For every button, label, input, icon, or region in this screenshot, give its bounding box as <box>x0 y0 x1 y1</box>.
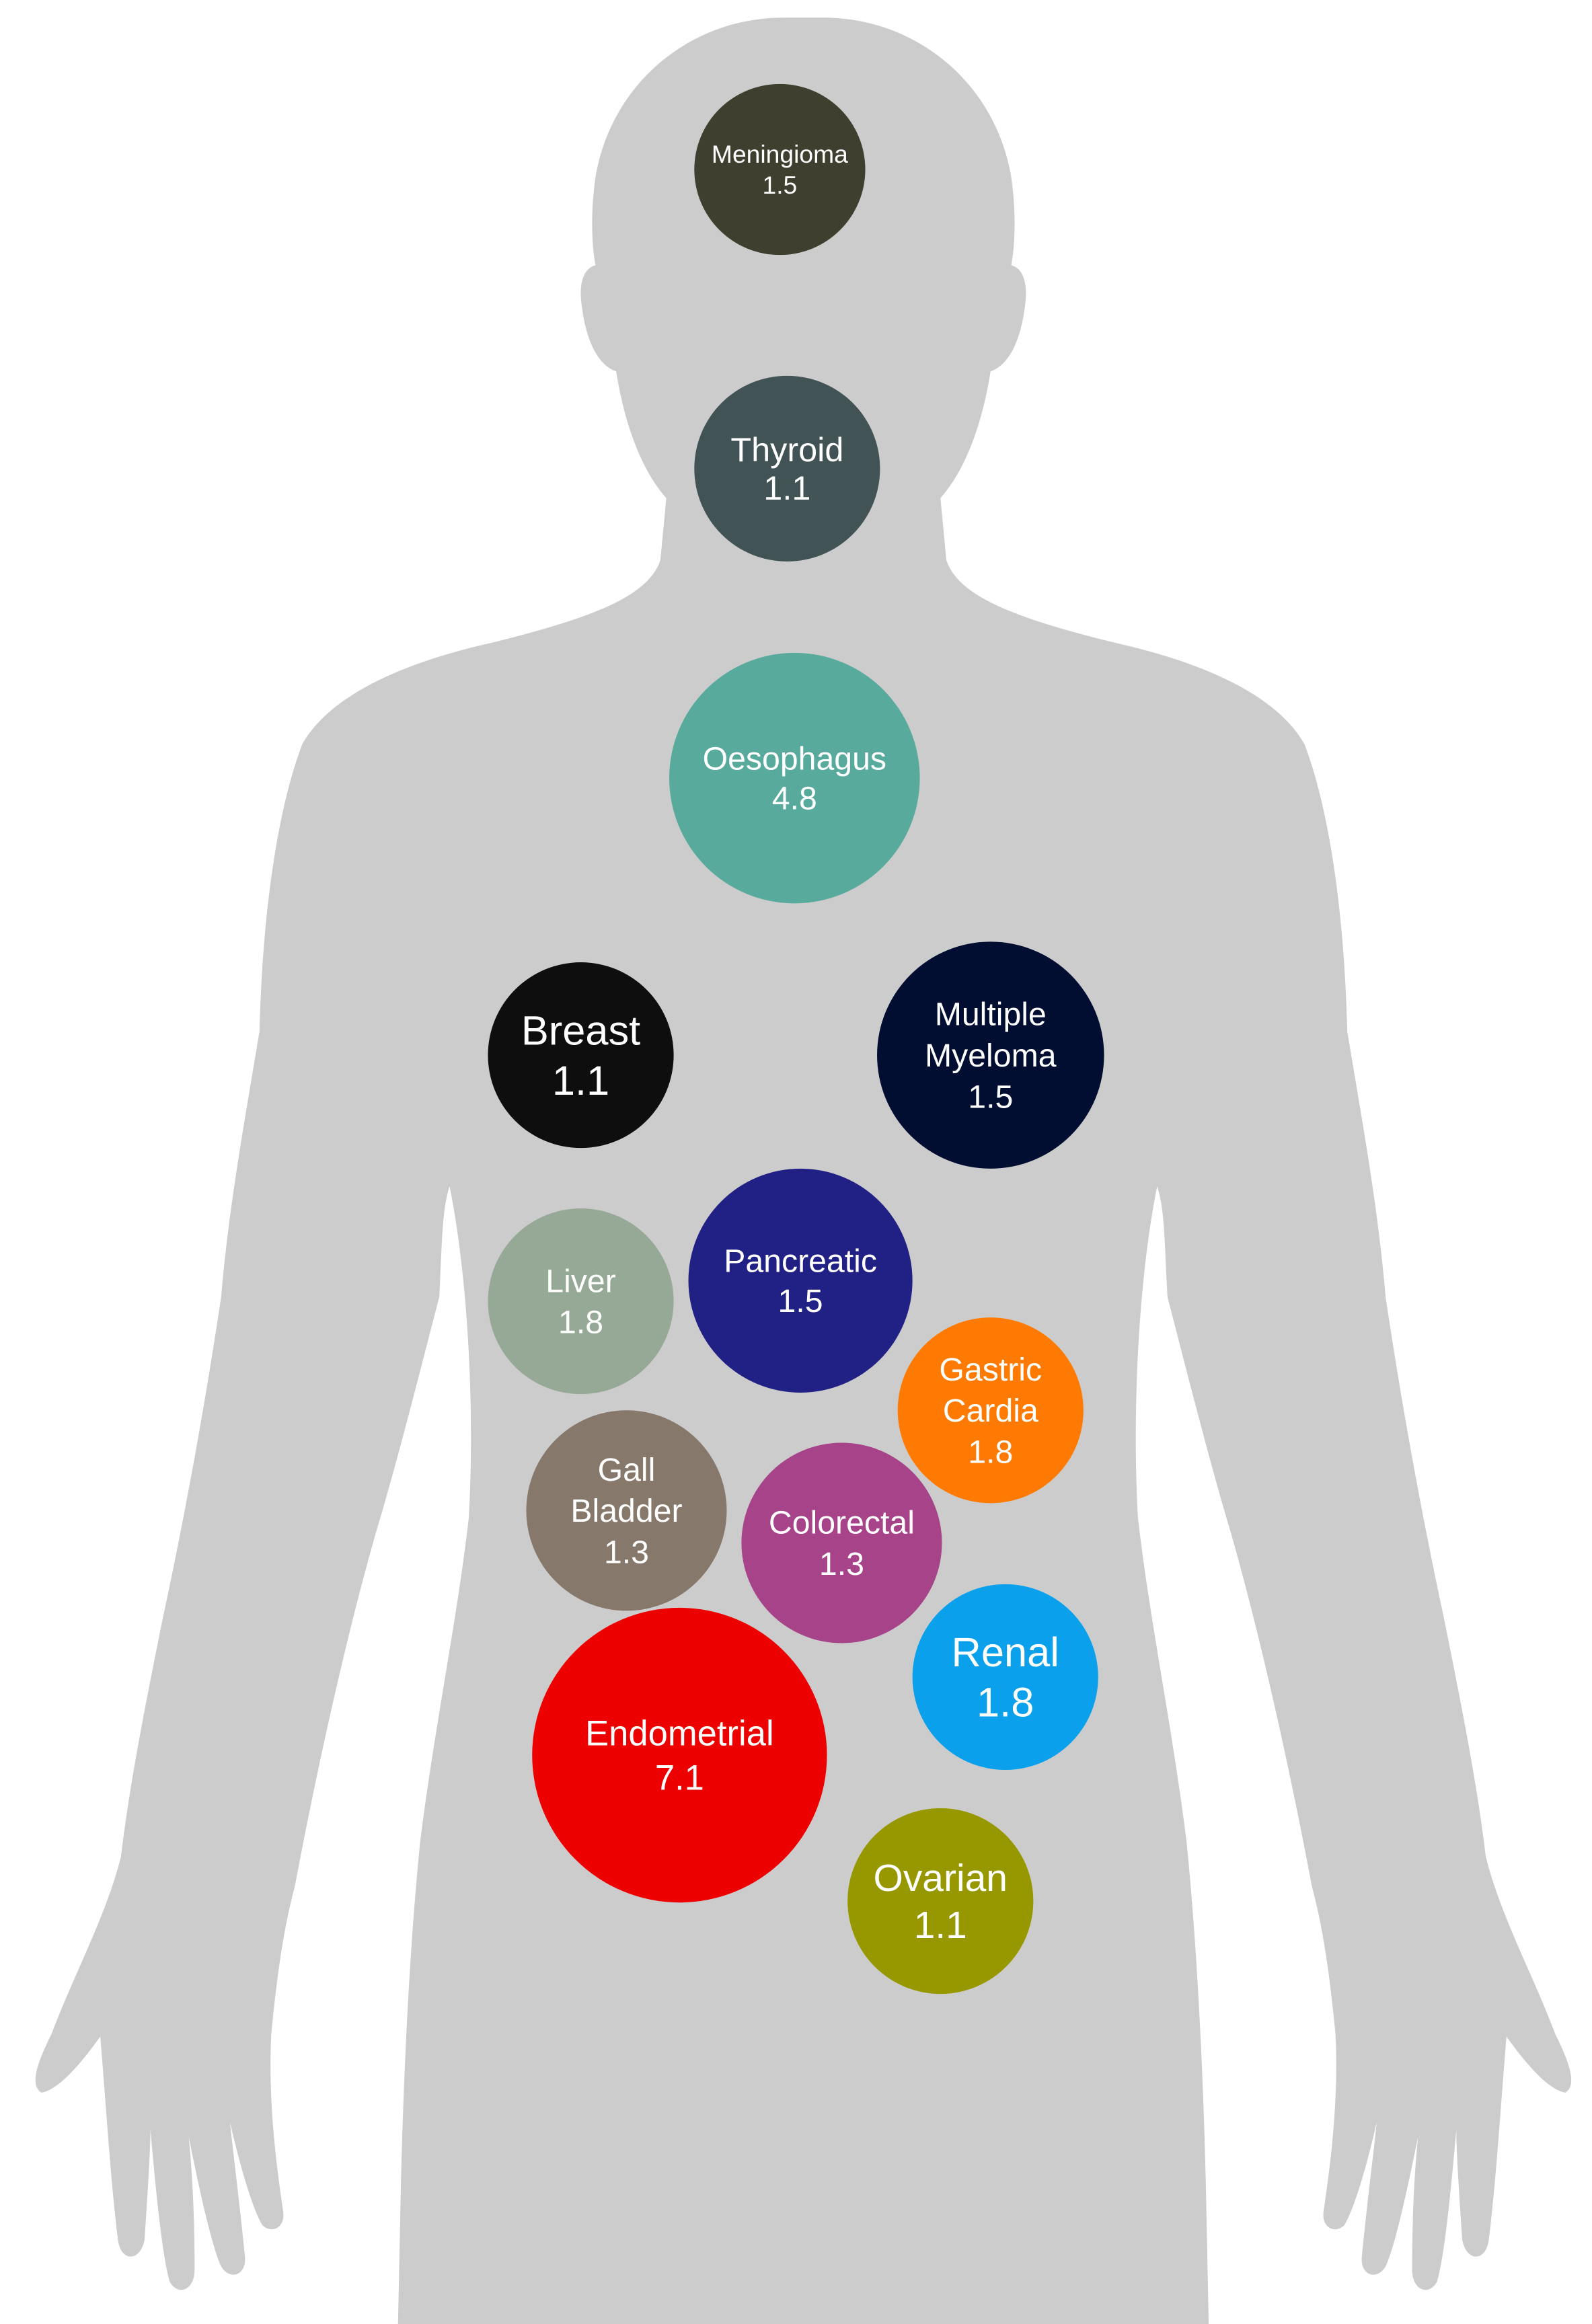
bubble-label-multiple-myeloma: Multiple <box>935 997 1047 1033</box>
bubble-label-pancreatic: Pancreatic <box>724 1243 877 1280</box>
bubble-colorectal: Colorectal 1.3 <box>741 1442 942 1643</box>
bubble-circle-gall-bladder <box>526 1410 727 1611</box>
bubble-value-renal: 1.8 <box>977 1680 1034 1726</box>
bubble-label-multiple-myeloma: Myeloma <box>925 1038 1057 1074</box>
bubble-circle-gastric-cardia <box>897 1317 1084 1504</box>
bubble-meningioma: Meningioma 1.5 <box>694 83 866 256</box>
bubble-value-oesophagus: 4.8 <box>772 781 817 817</box>
bubble-circle-liver <box>488 1208 674 1395</box>
bubble-circle-oesophagus <box>669 652 920 904</box>
bubble-label-thyroid: Thyroid <box>730 430 843 469</box>
bubble-value-pancreatic: 1.5 <box>778 1283 823 1319</box>
bubble-value-meningioma: 1.5 <box>762 171 797 199</box>
bubble-value-ovarian: 1.1 <box>914 1904 967 1947</box>
bubble-value-liver: 1.8 <box>558 1305 603 1341</box>
bubble-label-endometrial: Endometrial <box>585 1714 774 1754</box>
bubble-value-breast: 1.1 <box>552 1058 609 1104</box>
bubble-value-thyroid: 1.1 <box>763 469 810 507</box>
bubble-circle-endometrial <box>532 1607 827 1903</box>
bubble-value-multiple-myeloma: 1.5 <box>968 1079 1013 1115</box>
bubble-value-endometrial: 7.1 <box>655 1758 704 1797</box>
bubble-label-gall-bladder: Bladder <box>570 1493 682 1529</box>
bubble-circle-meningioma <box>694 83 866 256</box>
bubble-label-meningioma: Meningioma <box>712 140 848 168</box>
bubble-circle-multiple-myeloma <box>877 941 1104 1169</box>
bubble-value-gastric-cardia: 1.8 <box>968 1434 1013 1471</box>
bubble-label-ovarian: Ovarian <box>874 1857 1008 1900</box>
bubble-label-breast: Breast <box>521 1007 640 1054</box>
bubble-layer: Meningioma1.5Thyroid1.1Oesophagus4.8Brea… <box>488 83 1104 1994</box>
bubble-label-oesophagus: Oesophagus <box>703 740 886 777</box>
bubble-value-gall-bladder: 1.3 <box>604 1535 649 1571</box>
bubble-liver: Liver 1.8 <box>488 1208 674 1395</box>
bubble-label-gastric-cardia: Cardia <box>943 1393 1038 1429</box>
bubble-label-liver: Liver <box>545 1263 615 1299</box>
bubble-label-renal: Renal <box>952 1629 1059 1676</box>
bubble-value-colorectal: 1.3 <box>819 1546 864 1582</box>
bubble-oesophagus: Oesophagus 4.8 <box>669 652 920 904</box>
bubble-label-colorectal: Colorectal <box>769 1505 915 1541</box>
bubble-circle-breast <box>488 962 674 1149</box>
bubble-label-gall-bladder: Gall <box>598 1452 656 1488</box>
bubble-circle-thyroid <box>694 375 880 561</box>
bubble-label-gastric-cardia: Gastric <box>939 1352 1042 1388</box>
bubble-endometrial: Endometrial 7.1 <box>532 1607 827 1903</box>
bubble-circle-renal <box>912 1584 1098 1770</box>
bubble-circle-pancreatic <box>688 1168 913 1393</box>
bubble-circle-colorectal <box>741 1442 942 1643</box>
bubble-circle-ovarian <box>847 1808 1034 1994</box>
